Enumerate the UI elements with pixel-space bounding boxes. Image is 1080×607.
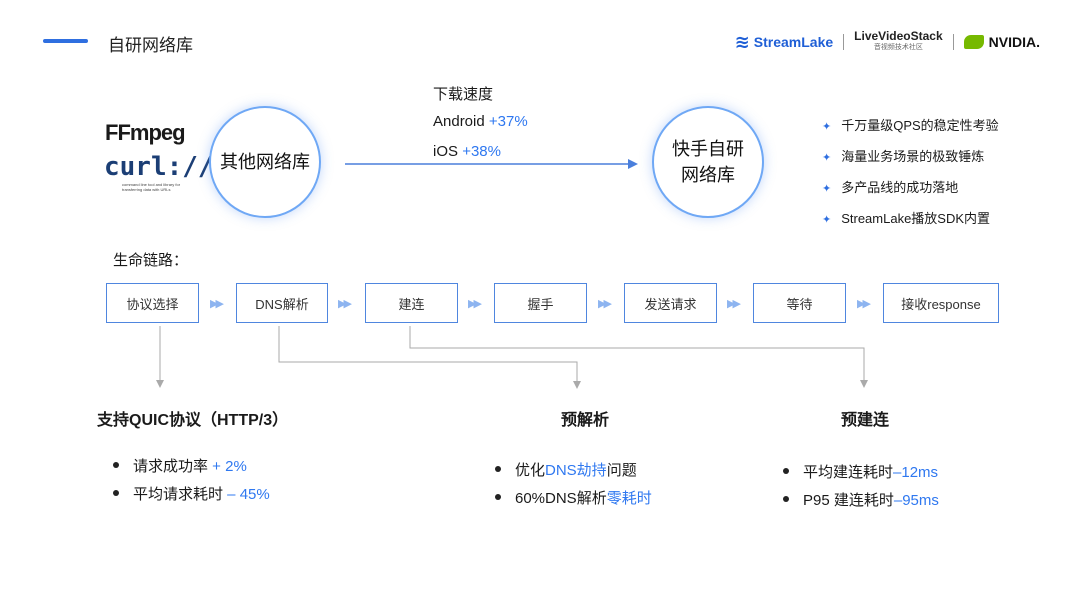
step-handshake: 握手 — [494, 283, 587, 323]
step-arrow-icon: ▶▶ — [857, 298, 871, 310]
star-icon: ✦ — [822, 121, 832, 133]
feature-item: ✦多产品线的成功落地 — [822, 180, 959, 195]
other-network-library-circle: 其他网络库 — [209, 106, 321, 218]
step-arrow-icon: ▶▶ — [727, 298, 741, 310]
feature-item: ✦海量业务场景的极致锤炼 — [822, 149, 985, 164]
step-connect: 建连 — [365, 283, 458, 323]
pre-connect-list: 平均建连耗时–12ms P95 建连耗时–95ms — [783, 459, 939, 515]
livevideostack-logo: LiveVideoStack 音视频技术社区 — [854, 29, 943, 51]
improvement-arrow-head — [628, 159, 638, 169]
partner-logos: ≋ StreamLake LiveVideoStack 音视频技术社区 NVID… — [735, 30, 1040, 54]
star-icon: ✦ — [822, 214, 832, 226]
kuaishou-network-library-circle: 快手自研网络库 — [652, 106, 764, 218]
step-arrow-icon: ▶▶ — [598, 298, 612, 310]
pre-resolve-section-title: 预解析 — [561, 412, 610, 429]
step-arrow-icon: ▶▶ — [210, 298, 224, 310]
nvidia-logo: NVIDIA. — [963, 34, 1040, 50]
pre-connect-section-title: 预建连 — [841, 412, 890, 429]
list-item: 优化DNS劫持问题 — [495, 457, 652, 485]
step-receive-response: 接收response — [883, 283, 999, 323]
star-icon: ✦ — [822, 152, 832, 164]
star-icon: ✦ — [822, 183, 832, 195]
connector-dns — [278, 326, 578, 381]
list-item: P95 建连耗时–95ms — [783, 487, 939, 515]
page-title: 自研网络库 — [108, 36, 193, 55]
curl-tagline: command line tool and library for transf… — [122, 182, 181, 192]
download-speed-title: 下载速度 — [433, 86, 494, 103]
step-send-request: 发送请求 — [624, 283, 717, 323]
curl-logo: curl:// — [104, 152, 214, 182]
logo-divider — [952, 34, 954, 50]
feature-list: ✦千万量级QPS的稳定性考验 ✦海量业务场景的极致锤炼 ✦多产品线的成功落地 ✦… — [822, 111, 999, 235]
speed-ios: iOS +38% — [433, 143, 501, 160]
streamlake-mark-icon: ≋ — [734, 31, 750, 52]
speed-android: Android +37% — [433, 113, 528, 130]
quic-metrics-list: 请求成功率 + 2% 平均请求耗时 – 45% — [113, 453, 270, 509]
lifecycle-label: 生命链路： — [113, 252, 189, 269]
list-item: 平均建连耗时–12ms — [783, 459, 939, 487]
connector-dns-head — [573, 381, 581, 389]
title-accent-bar — [43, 39, 88, 43]
step-arrow-icon: ▶▶ — [468, 298, 482, 310]
list-item: 60%DNS解析零耗时 — [495, 485, 652, 513]
connector-protocol-head — [156, 380, 164, 388]
list-item: 请求成功率 + 2% — [113, 453, 270, 481]
quic-section-title: 支持QUIC协议（HTTP/3） — [97, 412, 289, 429]
feature-item: ✦千万量级QPS的稳定性考验 — [822, 118, 999, 133]
list-item: 平均请求耗时 – 45% — [113, 481, 270, 509]
step-wait: 等待 — [753, 283, 846, 323]
streamlake-logo: ≋ StreamLake — [734, 31, 834, 52]
connector-connect — [409, 326, 865, 380]
step-dns-resolution: DNS解析 — [236, 283, 328, 323]
step-arrow-icon: ▶▶ — [338, 298, 352, 310]
step-protocol-selection: 协议选择 — [106, 283, 199, 323]
ffmpeg-logo: FFmpeg — [105, 120, 186, 145]
logo-divider — [843, 34, 845, 50]
nvidia-eye-icon — [963, 35, 984, 49]
pre-resolve-list: 优化DNS劫持问题 60%DNS解析零耗时 — [495, 457, 652, 513]
feature-item: ✦StreamLake播放SDK内置 — [822, 211, 991, 226]
connector-connect-head — [860, 380, 868, 388]
